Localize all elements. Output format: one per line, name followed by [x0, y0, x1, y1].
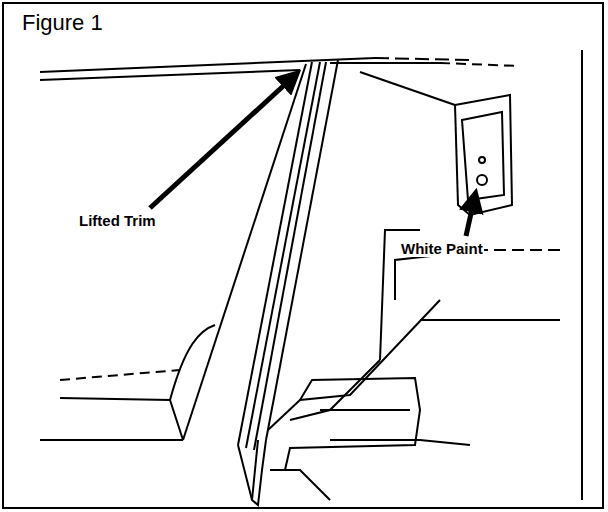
callout-label: Lifted Trim	[78, 212, 157, 229]
callout-label: White Paint	[400, 240, 484, 257]
figure-title: Figure 1	[22, 10, 103, 36]
